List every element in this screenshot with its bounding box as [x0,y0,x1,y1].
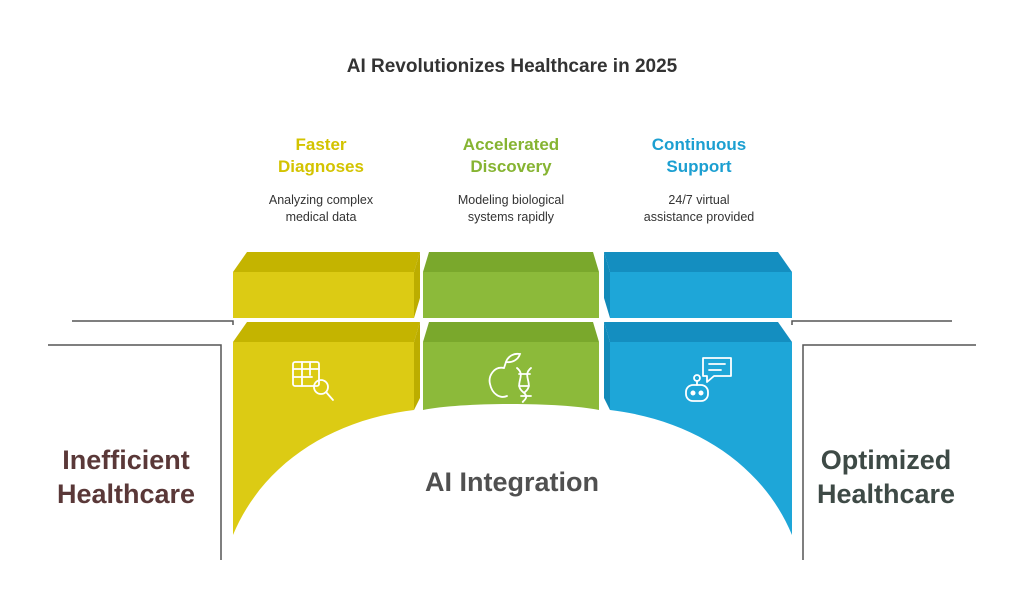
pillar-continuous-support [604,252,792,535]
right-label-optimized-healthcare: Optimized Healthcare [800,443,972,511]
side-label-line: Inefficient [62,445,190,475]
pillar-title-line: Accelerated [462,135,560,154]
pillar-title-line: Continuous [651,135,747,154]
blue-top-block-side [604,252,610,318]
chatbot-icon [685,357,732,402]
ground-lines [48,320,976,560]
blue-arch-face [610,342,792,535]
pillar-faster-diagnoses [233,252,420,535]
green-arch-face [423,342,599,410]
pillar-description-line: 24/7 virtual [668,193,730,207]
diagram-title: AI Revolutionizes Healthcare in 2025 [346,56,678,77]
yellow-arch-top [233,322,420,342]
pillar-description-faster-diagnoses: Analyzing complex medical data [221,192,421,226]
pillar-title-line: Faster [295,135,347,154]
yellow-arch-face [233,342,414,535]
yellow-top-block-front [233,272,414,318]
pillar-title-faster-diagnoses: Faster Diagnoses [226,134,416,178]
blue-arch-top [604,322,792,342]
blue-top-block-front [610,272,792,318]
yellow-top-block-top [233,252,420,272]
yellow-arch-side [414,322,420,410]
apple-dna-icon [488,352,532,403]
pillar-description-line: Modeling biological [457,193,565,207]
pillar-description-continuous-support: 24/7 virtual assistance provided [599,192,799,226]
pillar-description-line: systems rapidly [467,210,555,224]
blue-top-block-top [604,252,792,272]
pillar-title-line: Discovery [470,157,552,176]
blue-arch-side [604,322,610,410]
pillar-description-line: assistance provided [643,210,755,224]
center-label-ai-integration: AI Integration [425,467,599,497]
pillar-title-line: Support [666,157,732,176]
right-upper-ground-line [791,320,952,325]
left-label-inefficient-healthcare: Inefficient Healthcare [40,443,212,511]
green-top-block-top [423,252,599,272]
pillar-description-accelerated-discovery: Modeling biological systems rapidly [411,192,611,226]
pillar-title-continuous-support: Continuous Support [604,134,794,178]
pillar-description-line: medical data [285,210,357,224]
side-label-line: Healthcare [816,479,956,509]
left-upper-ground-line [72,320,234,325]
pillar-accelerated-discovery [423,252,599,410]
pillar-description-line: Analyzing complex [268,193,374,207]
side-label-line: Optimized [820,445,952,475]
green-arch-top [423,322,599,342]
pillar-title-line: Diagnoses [278,157,364,176]
green-top-block-front [423,272,599,318]
yellow-top-block-side [414,252,420,318]
right-lower-ground-line [802,344,976,560]
table-search-icon [292,361,334,401]
left-lower-ground-line [48,344,222,560]
side-label-line: Healthcare [56,479,196,509]
pillar-title-accelerated-discovery: Accelerated Discovery [416,134,606,178]
